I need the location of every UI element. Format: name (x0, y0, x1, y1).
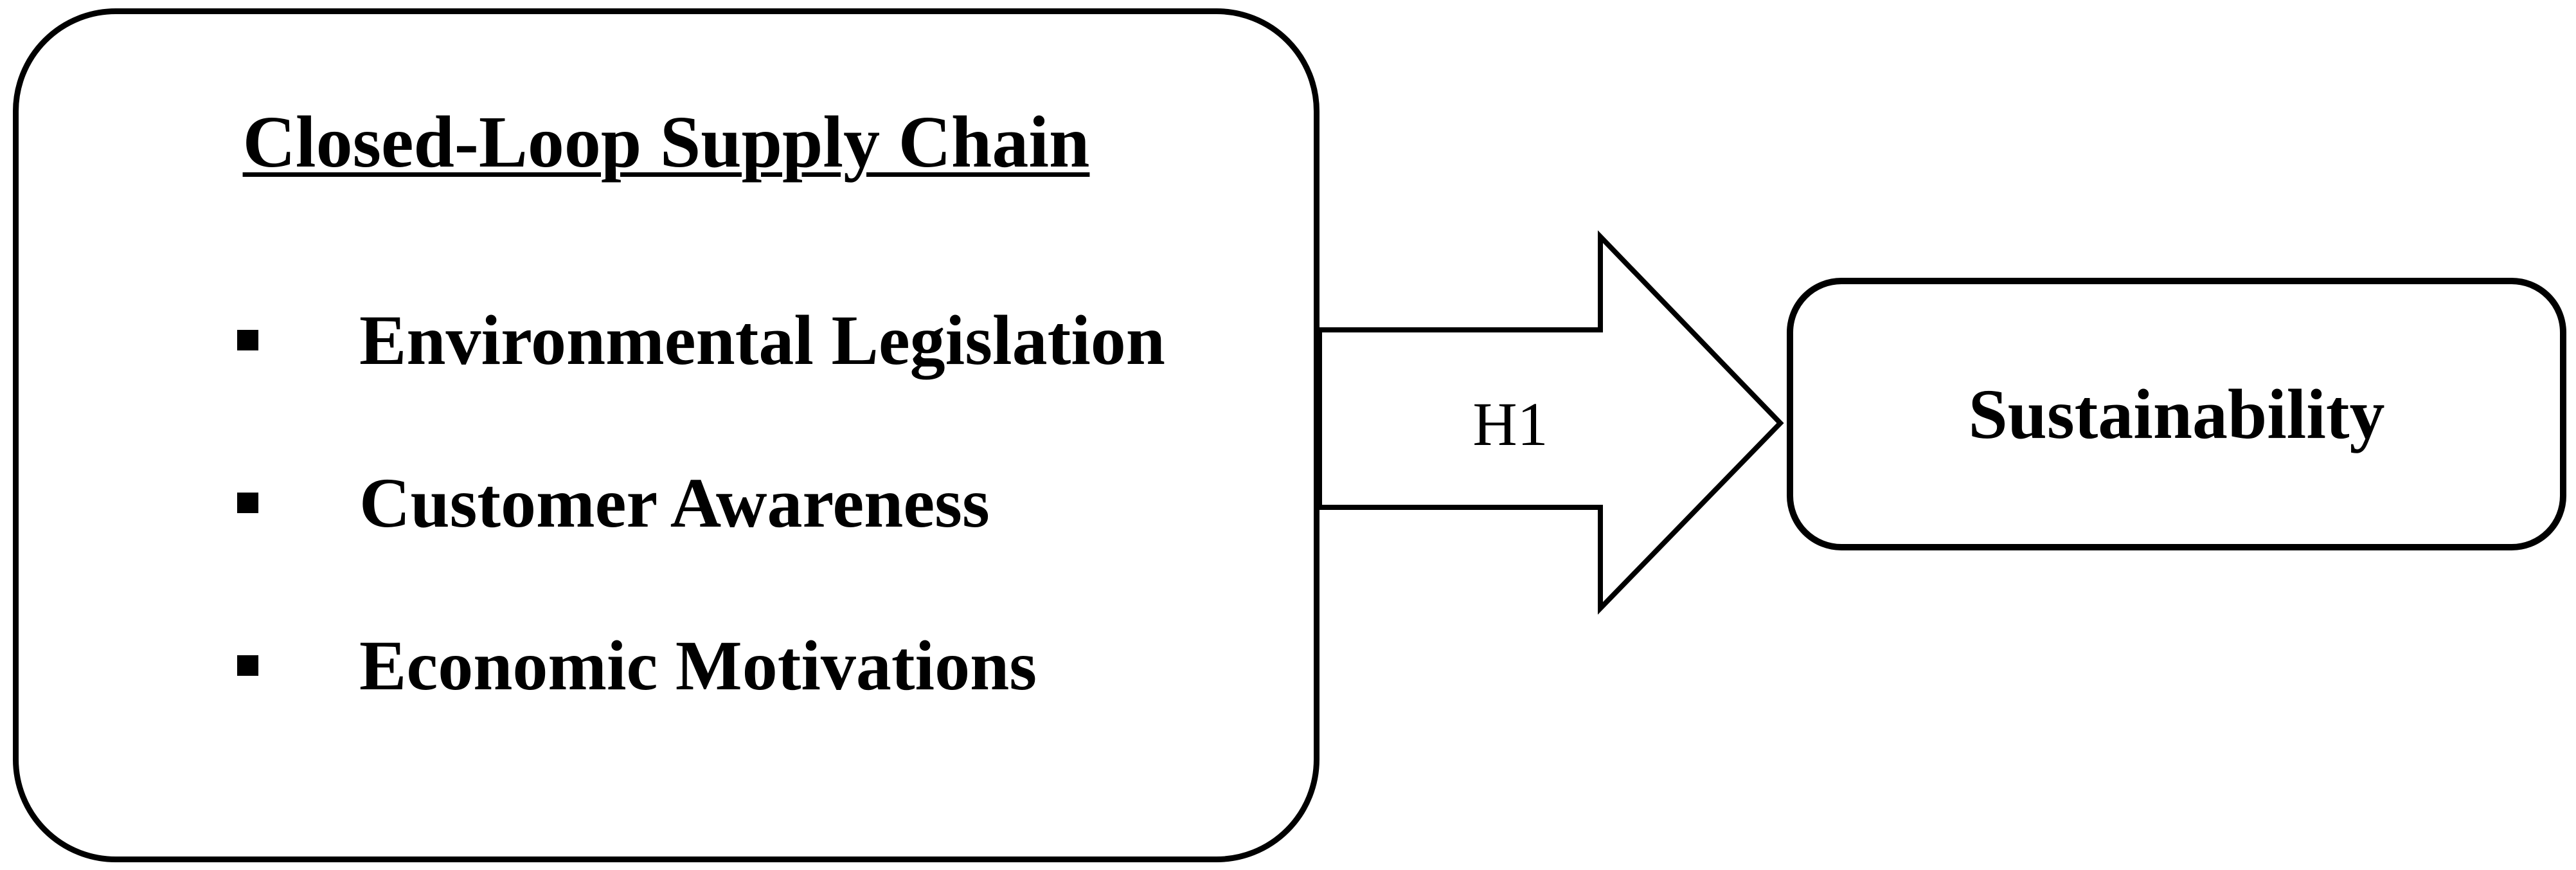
sustainability-box: Sustainability (1787, 278, 2566, 550)
list-item: Customer Awareness (237, 464, 990, 541)
right-box-title: Sustainability (1968, 375, 2385, 453)
list-item-label: Environmental Legislation (359, 301, 1165, 379)
list-item-label: Economic Motivations (359, 626, 1037, 705)
closed-loop-supply-chain-box: Closed-Loop Supply Chain Environmental L… (13, 8, 1319, 862)
list-item: Environmental Legislation (237, 302, 1165, 379)
list-item-label: Customer Awareness (359, 464, 990, 542)
bullet-square-icon (237, 330, 258, 350)
bullet-square-icon (237, 493, 258, 513)
arrow-shape (1317, 230, 1784, 615)
bullet-square-icon (237, 655, 258, 676)
list-item: Economic Motivations (237, 627, 1037, 704)
left-box-title: Closed-Loop Supply Chain (242, 101, 1090, 183)
hypothesis-label: H1 (1472, 390, 1548, 458)
